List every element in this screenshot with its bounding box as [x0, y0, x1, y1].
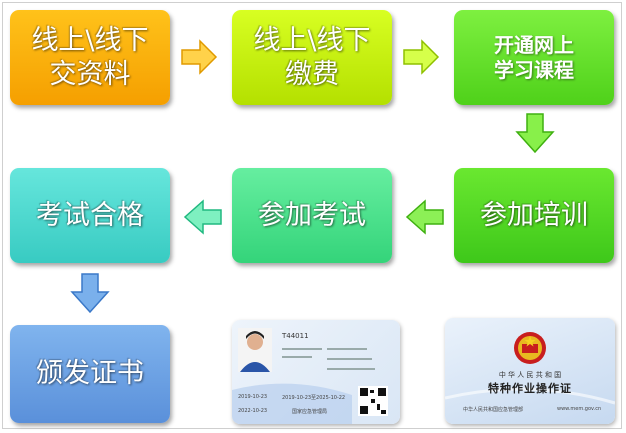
step-open-course-label: 开通网上 学习课程 — [494, 32, 574, 82]
national-emblem-icon — [445, 332, 615, 405]
arrow-left-icon — [405, 199, 444, 235]
step-pay-fee: 线上\线下 缴费 — [232, 10, 392, 105]
step-pay-fee-label: 线上\线下 缴费 — [253, 24, 371, 90]
arrow-right-icon — [181, 39, 218, 75]
step-issue-certificate-label: 颁发证书 — [36, 358, 144, 390]
step-take-exam: 参加考试 — [232, 168, 392, 263]
step-pass-exam: 考试合格 — [10, 168, 170, 263]
step-attend-training-label: 参加培训 — [480, 199, 588, 231]
issue-date: 2019-10-23 — [238, 394, 268, 400]
review-date: 2022-10-23 — [238, 408, 268, 414]
step-submit-materials-label: 线上\线下 交资料 — [31, 24, 149, 90]
arrow-right-icon — [403, 39, 440, 75]
issuing-org: 国家应急管理局 — [292, 409, 328, 415]
step-take-exam-label: 参加考试 — [258, 199, 366, 231]
certificate-title: 特种作业操作证 — [488, 382, 572, 395]
certificate-website: www.mem.gov.cn — [557, 406, 602, 412]
step-attend-training: 参加培训 — [454, 168, 614, 263]
special-operation-certificate-image: 中 华 人 民 共 和 国 特种作业操作证 中华人民共和国应急管理部 www.m… — [445, 318, 615, 424]
arrow-down-icon — [515, 113, 555, 154]
step-submit-materials: 线上\线下 交资料 — [10, 10, 170, 105]
arrow-down-icon — [70, 273, 110, 314]
id-card-graphic — [232, 328, 388, 424]
operation-id-card-image: T44011 2019-10-23 2022-10-23 2019-10-23至… — [232, 320, 400, 424]
diagram-frame — [2, 2, 622, 429]
step-open-course: 开通网上 学习课程 — [454, 10, 614, 105]
id-number: T44011 — [282, 332, 309, 340]
certificate-issuer: 中华人民共和国应急管理部 — [463, 407, 524, 413]
step-issue-certificate: 颁发证书 — [10, 325, 170, 423]
arrow-left-icon — [183, 199, 222, 235]
country-name: 中 华 人 民 共 和 国 — [498, 371, 562, 379]
step-pass-exam-label: 考试合格 — [36, 199, 144, 231]
valid-period: 2019-10-23至2025-10-22 — [282, 395, 346, 401]
